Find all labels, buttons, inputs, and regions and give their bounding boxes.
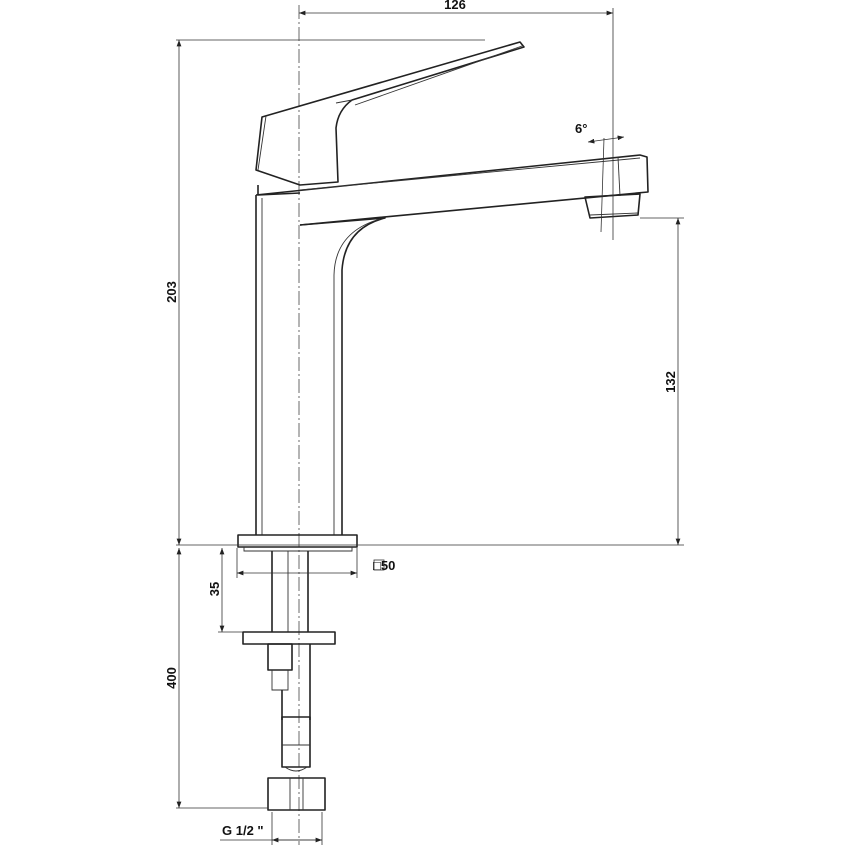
- dim-spout-angle: 6°: [575, 121, 587, 136]
- dim-hose-length: 400: [164, 667, 179, 689]
- dim-total-height: 203: [164, 281, 179, 303]
- dim-connection: G 1/2 ": [222, 823, 264, 838]
- dim-spout-reach: 126: [444, 0, 466, 12]
- dim-base-square: □50: [373, 558, 395, 573]
- dim-mount-depth: 35: [207, 582, 222, 596]
- faucet-body: [237, 41, 649, 811]
- dimension-lines: [176, 8, 684, 845]
- dim-spout-height: 132: [663, 371, 678, 393]
